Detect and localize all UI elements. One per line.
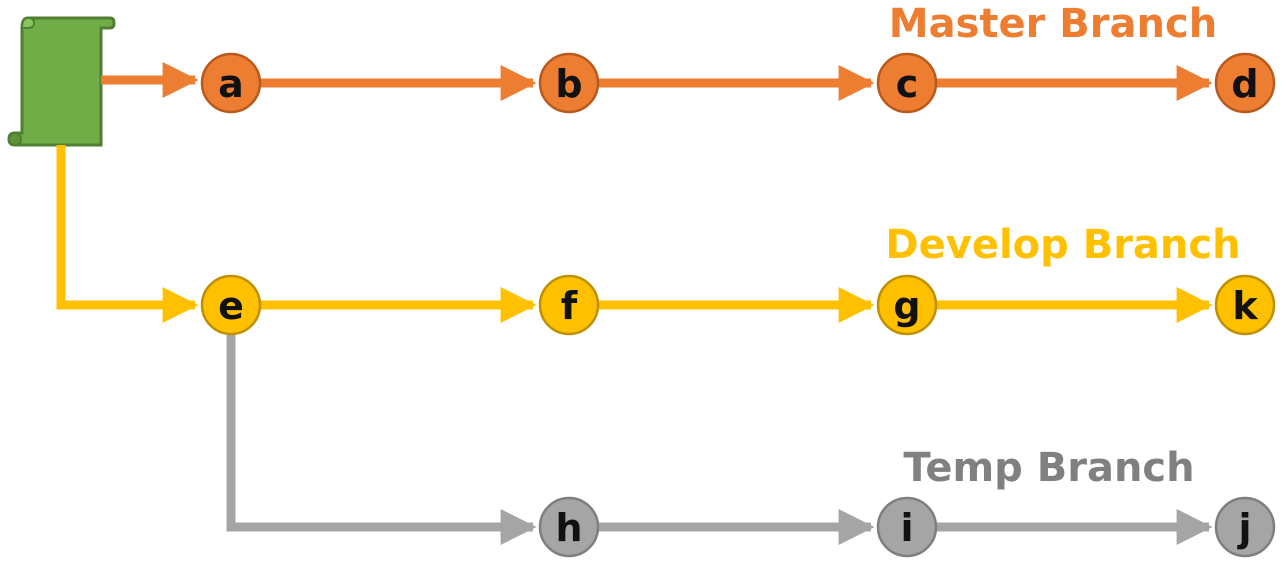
connectors <box>56 62 1213 545</box>
temp-node-i: i <box>876 496 938 558</box>
develop-node-k: k <box>1214 274 1276 336</box>
node-label-h: h <box>555 506 582 550</box>
node-label-e: e <box>218 284 244 328</box>
node-label-a: a <box>218 62 244 106</box>
develop-node-e: e <box>200 274 262 336</box>
master-node-c: c <box>876 52 938 114</box>
master-node-b: b <box>538 52 600 114</box>
master-branch-label: Master Branch <box>889 1 1217 47</box>
develop-node-g: g <box>876 274 938 336</box>
master-node-d: d <box>1214 52 1276 114</box>
temp-branch-label: Temp Branch <box>903 445 1194 491</box>
node-label-g: g <box>893 284 920 328</box>
node-label-k: k <box>1232 284 1258 328</box>
node-label-c: c <box>896 62 919 106</box>
develop-node-f: f <box>538 274 600 336</box>
node-label-b: b <box>555 62 582 106</box>
temp-node-j: j <box>1214 496 1276 558</box>
master-node-a: a <box>200 52 262 114</box>
develop-link-root-e <box>56 145 199 323</box>
node-label-d: d <box>1231 62 1258 106</box>
scroll-icon <box>7 16 116 147</box>
node-label-i: i <box>900 506 913 550</box>
node-label-f: f <box>561 284 578 328</box>
node-label-j: j <box>1236 506 1251 550</box>
temp-node-h: h <box>538 496 600 558</box>
develop-branch-label: Develop Branch <box>885 222 1240 268</box>
temp-link-e-h <box>226 334 537 545</box>
